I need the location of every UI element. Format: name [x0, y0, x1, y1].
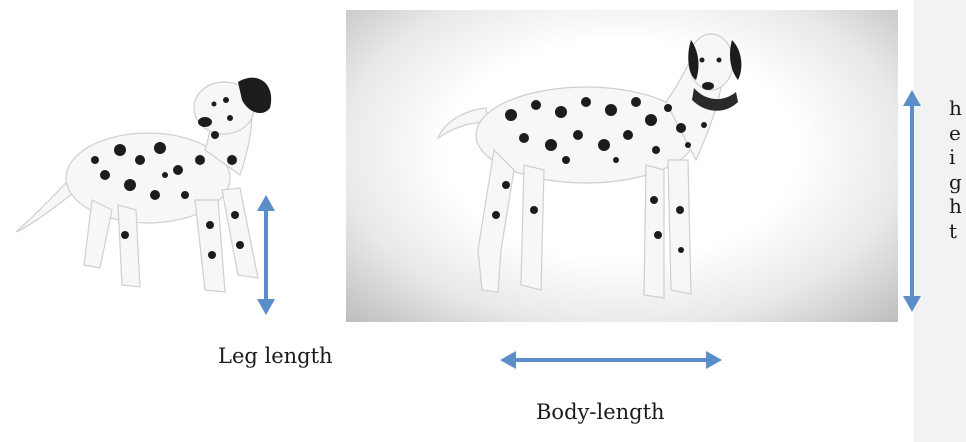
- height-letter: h: [949, 96, 966, 121]
- height-letter: g: [949, 170, 966, 195]
- height-letter: t: [949, 219, 966, 244]
- height-arrow: [897, 90, 927, 312]
- body-length-arrow: [500, 348, 722, 372]
- leg-length-arrow: [250, 195, 282, 315]
- height-letter: e: [949, 121, 966, 146]
- leg-length-label: Leg length: [218, 344, 333, 368]
- height-letter: i: [949, 145, 966, 170]
- body-length-label: Body-length: [536, 400, 665, 424]
- height-label-vertical: h e i g h t: [949, 96, 966, 243]
- adult-dalmatian-photo: [346, 10, 898, 322]
- height-letter: h: [949, 194, 966, 219]
